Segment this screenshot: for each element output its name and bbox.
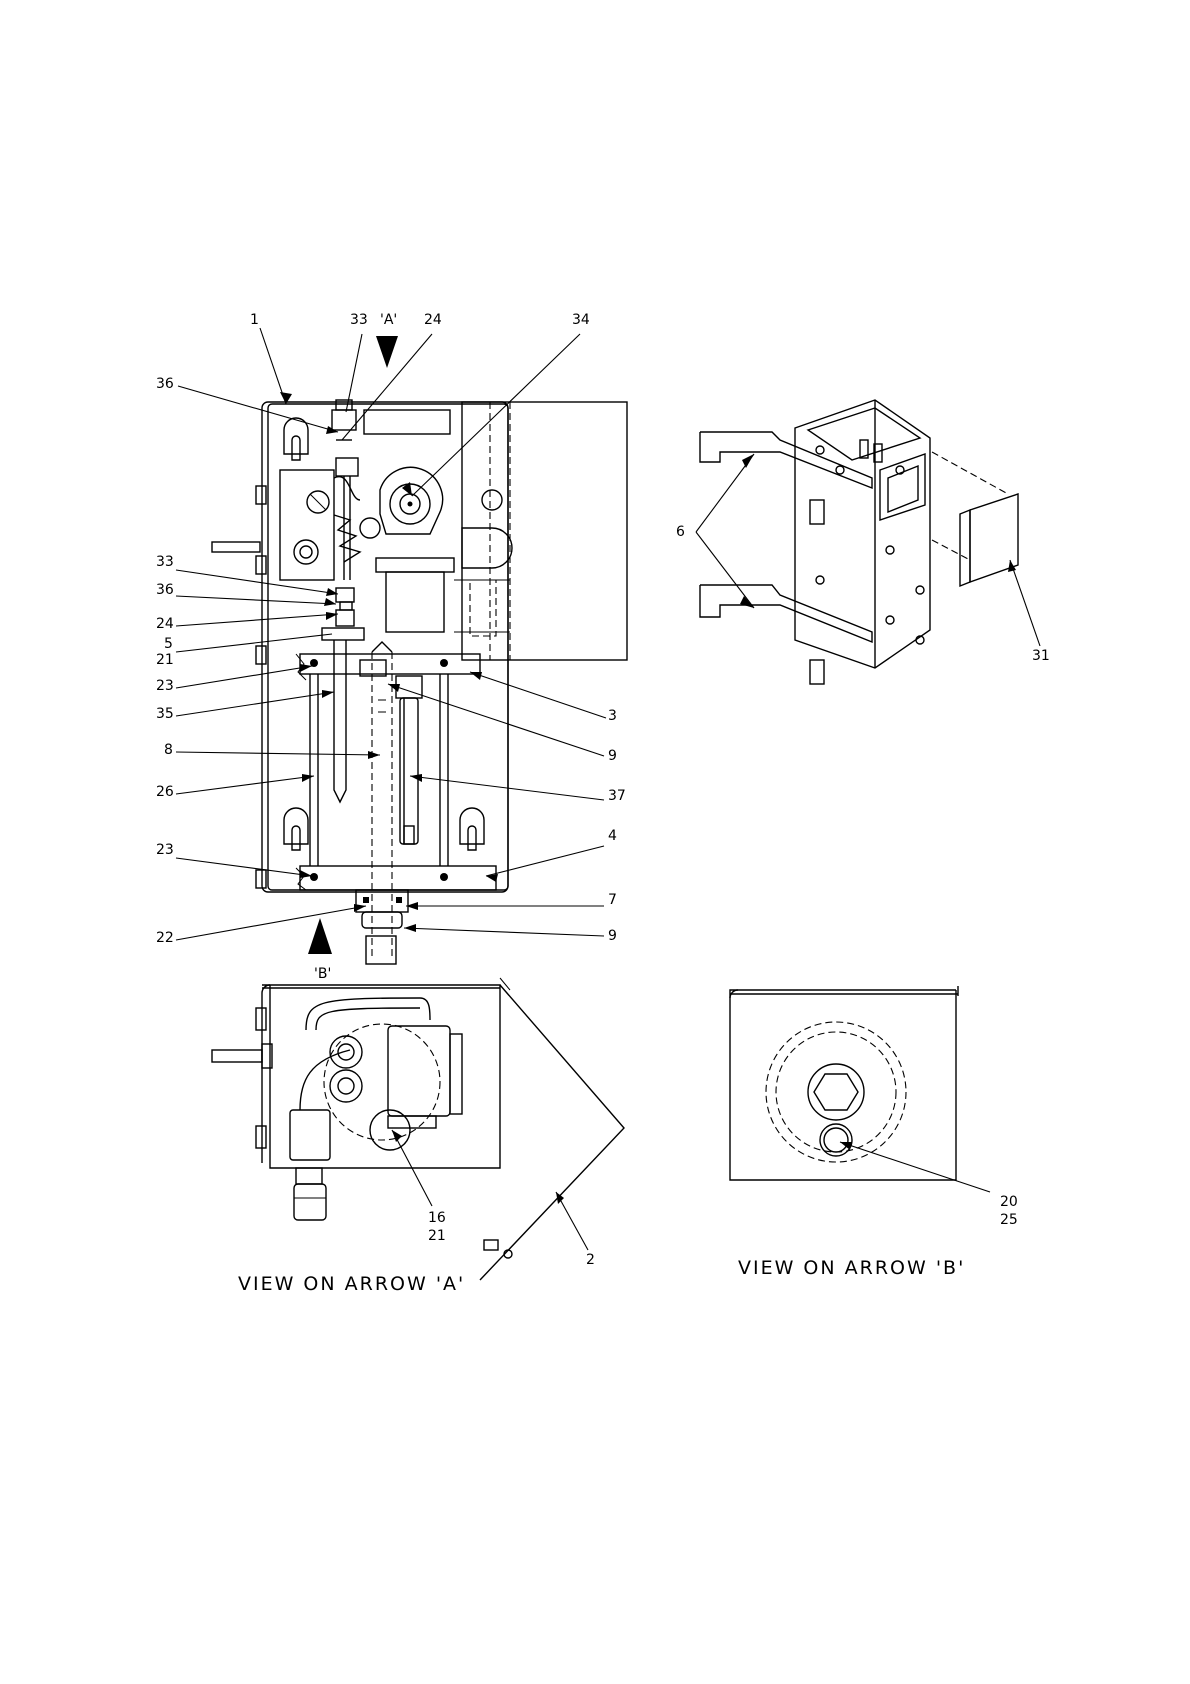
callout-label: 8 [164, 742, 173, 758]
callout-label: 22 [156, 930, 174, 946]
view-a [212, 978, 624, 1280]
arrow-a-label: 'A' [380, 312, 397, 328]
isometric-view [700, 400, 1018, 684]
callout-label: 9 [608, 928, 617, 944]
callout-label: 24 [156, 616, 174, 632]
callout-label: 21 [428, 1228, 446, 1244]
callout-label: 36 [156, 376, 174, 392]
callout-label: 9 [608, 748, 617, 764]
callout-label: 7 [608, 892, 617, 908]
callout-label: 2 [586, 1252, 595, 1268]
callout-label: 25 [1000, 1212, 1018, 1228]
callout-label: 36 [156, 582, 174, 598]
callout-label: 4 [608, 828, 617, 844]
view-b-caption: VIEW ON ARROW 'B' [738, 1257, 965, 1279]
callout-label: 1 [250, 312, 259, 328]
callout-label: 6 [676, 524, 685, 540]
front-view [212, 400, 627, 964]
arrow-b-label: 'B' [314, 966, 331, 982]
callout-label: 16 [428, 1210, 446, 1226]
view-b [730, 986, 958, 1180]
callout-label: 35 [156, 706, 174, 722]
callout-label: 24 [424, 312, 442, 328]
callout-label: 5 [164, 636, 173, 652]
view-a-caption: VIEW ON ARROW 'A' [238, 1273, 465, 1295]
callout-label: 23 [156, 678, 174, 694]
callout-label: 3 [608, 708, 617, 724]
callout-label: 23 [156, 842, 174, 858]
callout-label: 26 [156, 784, 174, 800]
arrow-b-marker [308, 918, 332, 954]
callout-label: 20 [1000, 1194, 1018, 1210]
callout-label: 31 [1032, 648, 1050, 664]
arrow-a-marker [376, 336, 398, 368]
callout-label: 33 [350, 312, 368, 328]
callout-label: 37 [608, 788, 626, 804]
callout-label: 21 [156, 652, 174, 668]
callout-label: 33 [156, 554, 174, 570]
callout-label: 34 [572, 312, 590, 328]
